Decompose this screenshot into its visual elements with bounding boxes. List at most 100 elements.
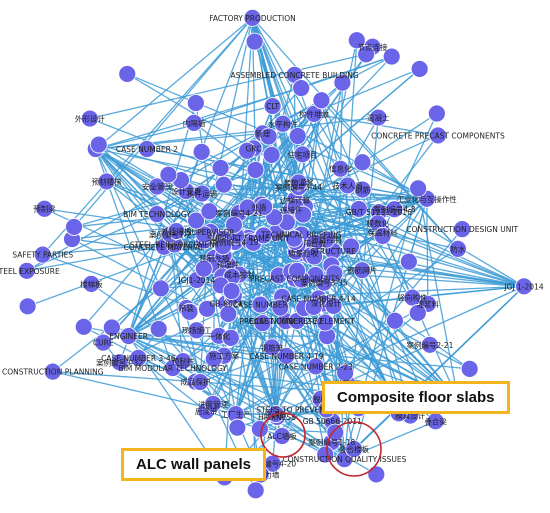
- graph-node[interactable]: [325, 264, 344, 283]
- graph-node[interactable]: [369, 108, 388, 127]
- graph-node[interactable]: [43, 362, 62, 381]
- graph-node[interactable]: [353, 153, 372, 172]
- graph-node[interactable]: [386, 311, 404, 330]
- graph-node[interactable]: [263, 97, 282, 115]
- graph-node[interactable]: [246, 161, 265, 179]
- graph-node[interactable]: [187, 211, 205, 230]
- graph-node[interactable]: [194, 259, 213, 278]
- graph-node[interactable]: [273, 114, 292, 133]
- graph-node[interactable]: [33, 245, 52, 264]
- graph-node[interactable]: [193, 184, 211, 203]
- graph-node[interactable]: [186, 94, 205, 112]
- graph-node[interactable]: [119, 327, 138, 345]
- graph-node[interactable]: [74, 317, 93, 336]
- graph-node[interactable]: [18, 297, 37, 316]
- graph-node[interactable]: [174, 352, 192, 371]
- graph-node[interactable]: [324, 296, 343, 315]
- graph-node[interactable]: [409, 179, 427, 198]
- graph-node[interactable]: [316, 313, 335, 332]
- graph-node[interactable]: [102, 318, 121, 337]
- graph-node[interactable]: [338, 176, 357, 195]
- graph-node[interactable]: [453, 220, 472, 239]
- graph-node[interactable]: [148, 205, 166, 224]
- graph-node[interactable]: [293, 145, 312, 164]
- graph-node[interactable]: [94, 333, 113, 352]
- graph-node[interactable]: [255, 197, 274, 216]
- graph-node[interactable]: [305, 247, 324, 266]
- graph-node[interactable]: [357, 45, 376, 64]
- graph-node[interactable]: [515, 277, 533, 296]
- graph-node[interactable]: [349, 200, 368, 218]
- graph-node[interactable]: [82, 274, 101, 293]
- graph-node[interactable]: [222, 282, 241, 300]
- graph-node[interactable]: [204, 349, 223, 368]
- graph-node[interactable]: [382, 47, 401, 66]
- graph-node[interactable]: [262, 146, 281, 164]
- graph-node[interactable]: [304, 297, 323, 316]
- graph-node[interactable]: [460, 359, 479, 378]
- graph-node[interactable]: [129, 348, 148, 367]
- graph-node[interactable]: [35, 199, 54, 218]
- graph-node[interactable]: [97, 172, 116, 191]
- graph-node[interactable]: [288, 127, 307, 145]
- graph-node[interactable]: [151, 279, 170, 298]
- graph-node[interactable]: [347, 31, 366, 50]
- graph-node[interactable]: [288, 261, 306, 280]
- graph-node[interactable]: [342, 237, 360, 256]
- graph-node[interactable]: [408, 304, 427, 322]
- graph-node[interactable]: [253, 314, 272, 333]
- graph-node[interactable]: [367, 465, 386, 484]
- graph-node[interactable]: [399, 252, 418, 271]
- graph-node[interactable]: [254, 226, 273, 245]
- graph-node[interactable]: [306, 357, 325, 376]
- graph-node[interactable]: [271, 298, 290, 317]
- graph-node[interactable]: [427, 104, 446, 123]
- graph-node[interactable]: [250, 420, 269, 438]
- graph-node[interactable]: [353, 261, 372, 280]
- graph-node[interactable]: [331, 159, 350, 178]
- graph-node[interactable]: [214, 175, 233, 194]
- graph-node[interactable]: [292, 79, 311, 97]
- graph-node[interactable]: [225, 215, 243, 234]
- graph-node[interactable]: [345, 440, 363, 458]
- graph-node[interactable]: [285, 229, 303, 248]
- graph-node[interactable]: [294, 205, 313, 224]
- graph-node[interactable]: [192, 143, 211, 161]
- graph-node[interactable]: [138, 140, 156, 158]
- graph-node[interactable]: [246, 481, 265, 500]
- graph-node[interactable]: [167, 222, 186, 240]
- graph-node[interactable]: [89, 135, 108, 154]
- graph-node[interactable]: [191, 373, 210, 391]
- graph-node[interactable]: [251, 295, 270, 314]
- graph-node[interactable]: [263, 338, 281, 357]
- graph-node[interactable]: [65, 218, 83, 236]
- graph-node[interactable]: [305, 104, 323, 123]
- graph-node[interactable]: [259, 127, 278, 146]
- graph-node[interactable]: [243, 8, 262, 27]
- graph-node[interactable]: [238, 141, 257, 160]
- graph-node[interactable]: [148, 177, 166, 196]
- graph-node[interactable]: [198, 299, 216, 318]
- graph-node[interactable]: [277, 346, 296, 365]
- graph-node[interactable]: [219, 305, 238, 323]
- graph-node[interactable]: [373, 226, 392, 245]
- graph-node[interactable]: [180, 302, 199, 321]
- graph-node[interactable]: [228, 418, 247, 437]
- graph-node[interactable]: [204, 394, 223, 413]
- graph-node[interactable]: [420, 335, 439, 354]
- graph-node[interactable]: [410, 60, 429, 78]
- graph-node[interactable]: [221, 328, 240, 347]
- graph-node[interactable]: [312, 91, 331, 110]
- graph-node[interactable]: [80, 109, 99, 128]
- graph-node[interactable]: [326, 423, 345, 442]
- graph-node[interactable]: [211, 159, 230, 177]
- graph-node[interactable]: [448, 239, 467, 258]
- graph-node[interactable]: [429, 126, 447, 145]
- graph-node[interactable]: [187, 321, 206, 340]
- graph-node[interactable]: [110, 353, 129, 372]
- graph-node[interactable]: [200, 202, 219, 221]
- graph-node[interactable]: [245, 32, 264, 51]
- graph-node[interactable]: [273, 427, 291, 445]
- graph-node[interactable]: [17, 261, 36, 280]
- graph-node[interactable]: [195, 225, 214, 244]
